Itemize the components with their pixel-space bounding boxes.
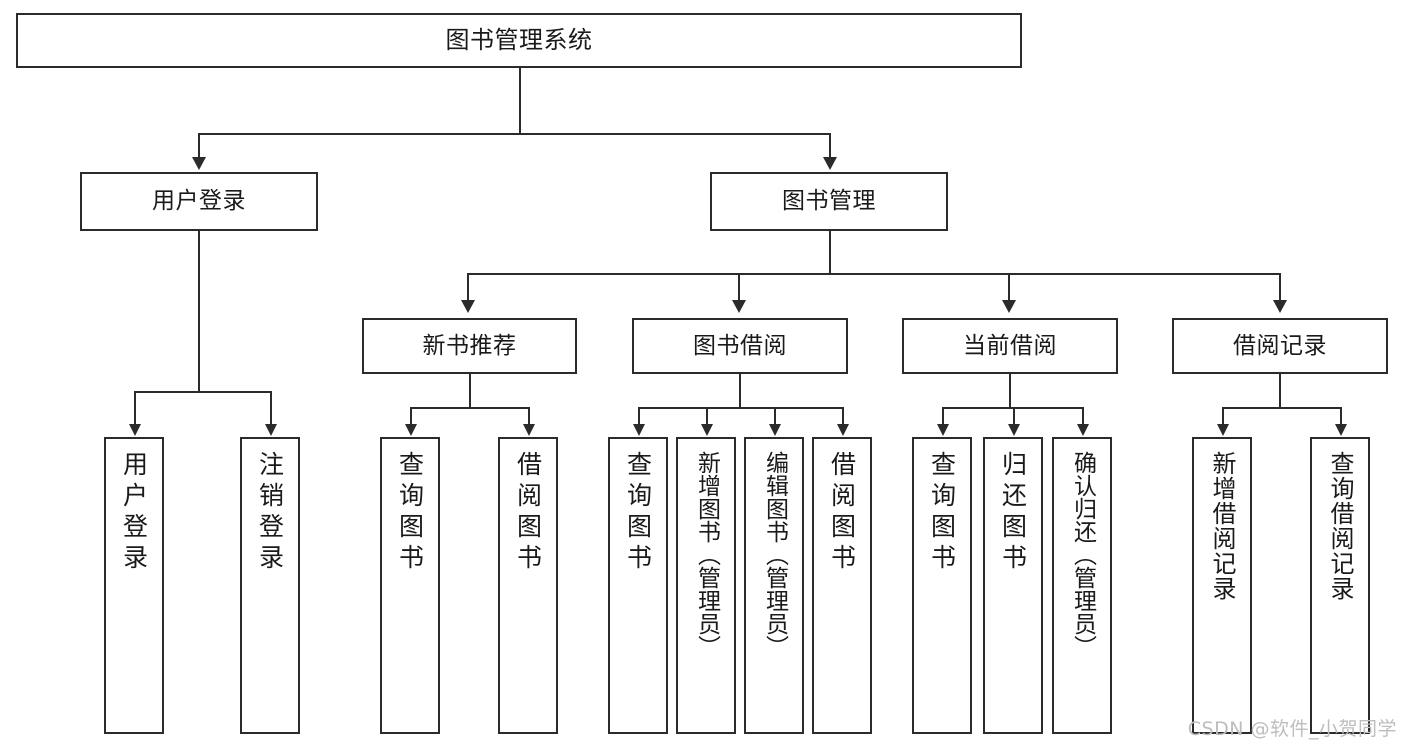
connector-book-borrow-to-leaf-0	[638, 407, 640, 425]
connector-borrow-record-to-leaf-0	[1222, 407, 1224, 425]
connector-book-mgmt-bus	[467, 273, 1281, 275]
arrow-book-mgmt-to-borrow-record	[1273, 300, 1287, 313]
connector-book-mgmt-to-book-borrow	[738, 273, 740, 301]
leaf-borrow-record-add[interactable]: 新增借阅记录	[1192, 437, 1252, 734]
connector-new-book-to-leaf-0	[410, 407, 412, 425]
arrow-book-mgmt-to-current-borrow	[1002, 300, 1016, 313]
node-label: 用户登录	[152, 188, 246, 215]
leaf-book-borrow-add-admin[interactable]: 新增图书（管理员）	[676, 437, 736, 734]
node-label: 新增图书（管理员）	[693, 451, 720, 658]
node-label: 查询图书	[927, 451, 957, 575]
arrow-user-login-to-leaf-0	[129, 424, 141, 436]
node-label: 确认归还（管理员）	[1069, 451, 1096, 658]
connector-root-trunk	[519, 68, 521, 133]
node-label: 借阅图书	[827, 451, 857, 575]
arrow-borrow-record-to-leaf-0	[1217, 424, 1229, 436]
connector-root-to-user-login	[198, 133, 200, 159]
arrow-current-borrow-to-leaf-2	[1077, 424, 1089, 436]
leaf-book-borrow-search[interactable]: 查询图书	[608, 437, 668, 734]
connector-book-borrow-to-leaf-2	[774, 407, 776, 425]
arrow-user-login-to-leaf-1	[265, 424, 277, 436]
arrow-new-book-to-leaf-1	[523, 424, 535, 436]
arrow-borrow-record-to-leaf-1	[1335, 424, 1347, 436]
node-user-login[interactable]: 用户登录	[80, 172, 318, 231]
arrow-root-to-book-mgmt	[823, 157, 837, 170]
leaf-current-borrow-search[interactable]: 查询图书	[912, 437, 972, 734]
connector-borrow-record-trunk	[1279, 374, 1281, 407]
node-label: 查询借阅记录	[1326, 451, 1354, 601]
leaf-book-borrow-borrow[interactable]: 借阅图书	[812, 437, 872, 734]
connector-book-mgmt-to-borrow-record	[1279, 273, 1281, 301]
arrow-book-borrow-to-leaf-0	[633, 424, 645, 436]
connector-user-login-bus	[134, 391, 270, 393]
connector-book-borrow-to-leaf-1	[706, 407, 708, 425]
node-label: 图书借阅	[693, 332, 787, 359]
leaf-current-borrow-confirm-admin[interactable]: 确认归还（管理员）	[1052, 437, 1112, 734]
connector-current-borrow-to-leaf-2	[1082, 407, 1084, 425]
node-label: 借阅记录	[1233, 332, 1327, 359]
connector-book-borrow-to-leaf-3	[842, 407, 844, 425]
arrow-root-to-user-login	[192, 157, 206, 170]
connector-user-login-trunk	[198, 231, 200, 391]
leaf-user-login-logout[interactable]: 注销登录	[240, 437, 300, 734]
node-label: 借阅图书	[513, 451, 543, 575]
connector-book-mgmt-to-new-book	[467, 273, 469, 301]
leaf-borrow-record-search[interactable]: 查询借阅记录	[1310, 437, 1370, 734]
node-label: 图书管理	[782, 188, 876, 215]
connector-book-mgmt-trunk	[829, 231, 831, 273]
connector-user-login-to-leaf-0	[134, 391, 136, 425]
arrow-book-borrow-to-leaf-1	[701, 424, 713, 436]
node-current-borrow[interactable]: 当前借阅	[902, 318, 1118, 374]
connector-current-borrow-bus	[942, 407, 1082, 409]
watermark-text: CSDN @软件_小贺同学	[1187, 718, 1397, 740]
connector-book-borrow-bus	[638, 407, 842, 409]
arrow-current-borrow-to-leaf-0	[937, 424, 949, 436]
node-label: 图书管理系统	[445, 25, 593, 54]
node-label: 归还图书	[998, 451, 1028, 575]
arrow-book-borrow-to-leaf-2	[769, 424, 781, 436]
node-borrow-record[interactable]: 借阅记录	[1172, 318, 1388, 374]
leaf-new-book-search[interactable]: 查询图书	[380, 437, 440, 734]
connector-book-mgmt-to-current-borrow	[1008, 273, 1010, 301]
node-label: 查询图书	[395, 451, 425, 575]
node-label: 用户登录	[119, 451, 149, 575]
connector-new-book-to-leaf-1	[528, 407, 530, 425]
node-new-book-recommend[interactable]: 新书推荐	[362, 318, 577, 374]
node-book-management[interactable]: 图书管理	[710, 172, 948, 231]
node-label: 查询图书	[623, 451, 653, 575]
connector-book-borrow-trunk	[739, 374, 741, 407]
node-book-borrow[interactable]: 图书借阅	[632, 318, 848, 374]
leaf-current-borrow-return[interactable]: 归还图书	[983, 437, 1043, 734]
node-label: 当前借阅	[963, 332, 1057, 359]
node-label: 编辑图书（管理员）	[761, 451, 788, 658]
connector-new-book-bus	[410, 407, 528, 409]
connector-current-borrow-to-leaf-0	[942, 407, 944, 425]
connector-new-book-trunk	[469, 374, 471, 407]
connector-root-bus	[198, 133, 831, 135]
connector-root-to-book-mgmt	[829, 133, 831, 159]
arrow-new-book-to-leaf-0	[405, 424, 417, 436]
arrow-book-mgmt-to-new-book	[461, 300, 475, 313]
connector-borrow-record-bus	[1222, 407, 1340, 409]
leaf-user-login-login[interactable]: 用户登录	[104, 437, 164, 734]
node-root-system[interactable]: 图书管理系统	[16, 13, 1022, 68]
arrow-current-borrow-to-leaf-1	[1008, 424, 1020, 436]
arrow-book-mgmt-to-book-borrow	[732, 300, 746, 313]
arrow-book-borrow-to-leaf-3	[837, 424, 849, 436]
node-label: 新增借阅记录	[1208, 451, 1236, 601]
leaf-book-borrow-edit-admin[interactable]: 编辑图书（管理员）	[744, 437, 804, 734]
connector-user-login-to-leaf-1	[270, 391, 272, 425]
node-label: 新书推荐	[422, 332, 517, 359]
node-label: 注销登录	[255, 451, 285, 575]
connector-current-borrow-to-leaf-1	[1013, 407, 1015, 425]
connector-borrow-record-to-leaf-1	[1340, 407, 1342, 425]
connector-current-borrow-trunk	[1009, 374, 1011, 407]
leaf-new-book-borrow[interactable]: 借阅图书	[498, 437, 558, 734]
